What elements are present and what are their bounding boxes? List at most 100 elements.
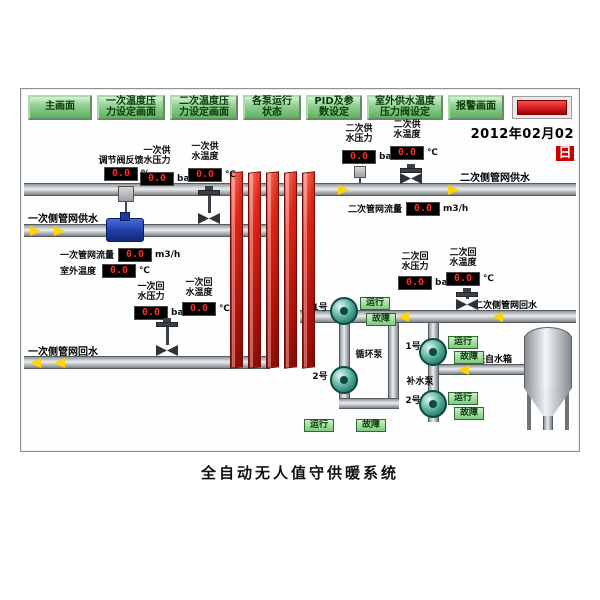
circulation-pump1-run-indicator: 运行 bbox=[360, 297, 390, 310]
makeup-pump-group-label: 补水泵 bbox=[406, 377, 434, 387]
nav-button-pid-settings[interactable]: PID及参数设定 bbox=[306, 95, 362, 120]
circulation-pump1-icon bbox=[330, 297, 358, 325]
primary-return-pressure-unit: bar bbox=[171, 308, 188, 318]
flow-arrow-left-icon bbox=[398, 312, 409, 322]
pipe-circulation-bottom bbox=[339, 398, 399, 409]
makeup-pump2-fault-indicator: 故障 bbox=[454, 407, 484, 420]
circulation-pump1-label: 1号 bbox=[312, 303, 328, 313]
flow-arrow-right-icon bbox=[338, 185, 349, 195]
exchanger-plate bbox=[284, 171, 297, 369]
valve-feedback-label: 调节阀反馈 bbox=[98, 156, 144, 166]
valve-feedback-value: 0.0 bbox=[104, 167, 138, 181]
secondary-supply-pipe-label: 二次侧管网供水 bbox=[460, 173, 530, 184]
water-tank-icon bbox=[524, 336, 572, 388]
flow-arrow-right-icon bbox=[54, 226, 65, 236]
nav-button-secondary-setpoint[interactable]: 二次温度压力设定画面 bbox=[170, 95, 238, 120]
circulation-pump-group-label: 循环泵 bbox=[355, 350, 383, 360]
alarm-lamp-panel bbox=[512, 96, 572, 119]
secondary-return-temp-value: 0.0 bbox=[446, 272, 480, 286]
valve-actuator-bar bbox=[456, 292, 478, 297]
primary-supply-control-valve-icon bbox=[198, 186, 220, 224]
circulation-pump2-icon bbox=[330, 366, 358, 394]
pipe-tank-outlet bbox=[543, 414, 553, 430]
secondary-flow-unit: m3/h bbox=[443, 204, 469, 214]
pipe-circulation-riser-right bbox=[388, 323, 399, 409]
nav-button-pump-status[interactable]: 各泵运行状态 bbox=[243, 95, 301, 120]
makeup-pump1-label: 1号 bbox=[405, 342, 421, 352]
alarm-lamp-icon bbox=[517, 100, 567, 115]
outdoor-temp-unit: ℃ bbox=[139, 266, 150, 276]
valve-actuator-cap bbox=[205, 186, 213, 190]
valve-actuator-cap bbox=[163, 318, 171, 322]
makeup-pump1-icon bbox=[419, 338, 447, 366]
sensor-stem bbox=[359, 178, 361, 183]
nav-button-primary-setpoint[interactable]: 一次温度压力设定画面 bbox=[97, 95, 165, 120]
valve-actuator-cap bbox=[407, 164, 415, 168]
plate-heat-exchanger bbox=[230, 170, 320, 372]
date-text: 2012年02月02 bbox=[470, 127, 574, 142]
flow-arrow-right-icon bbox=[448, 185, 459, 195]
secondary-return-pipe-label: 二次侧管网回水 bbox=[474, 301, 538, 311]
makeup-pump1-fault-indicator: 故障 bbox=[454, 351, 484, 364]
nav-button-outdoor-valve-settings[interactable]: 室外供水温度压力阀设定 bbox=[367, 95, 443, 120]
pipe-from-tank bbox=[439, 364, 525, 375]
circulation-pump1-fault-indicator: 故障 bbox=[366, 313, 396, 326]
flow-arrow-right-icon bbox=[30, 226, 41, 236]
valve-actuator-cap bbox=[463, 288, 471, 292]
nav-button-main[interactable]: 主画面 bbox=[28, 95, 92, 120]
pipe-secondary-supply bbox=[24, 183, 576, 196]
from-tank-label: 来自水箱 bbox=[476, 355, 513, 365]
primary-supply-temp-value: 0.0 bbox=[188, 168, 222, 182]
primary-return-temp-unit: ℃ bbox=[219, 304, 230, 314]
exchanger-plate bbox=[248, 171, 261, 369]
primary-return-pipe-label: 一次侧管网回水 bbox=[28, 347, 98, 358]
secondary-return-pressure-unit: bar bbox=[435, 278, 452, 288]
valve-actuator-bar bbox=[156, 322, 178, 327]
secondary-supply-temp-unit: ℃ bbox=[427, 148, 438, 158]
secondary-return-control-valve-icon bbox=[456, 288, 478, 310]
valve-positioner-icon bbox=[118, 186, 134, 202]
pipe-circulation-riser-left bbox=[339, 320, 350, 409]
valve-body-icon bbox=[400, 173, 422, 184]
makeup-pump2-icon bbox=[419, 390, 447, 418]
date-display: 2012年02月02日 bbox=[466, 123, 574, 161]
valve-actuator-bar bbox=[198, 190, 220, 195]
primary-supply-temp-unit: ℃ bbox=[225, 170, 236, 180]
primary-return-pressure-value: 0.0 bbox=[134, 306, 168, 320]
flow-arrow-left-icon bbox=[492, 312, 503, 322]
pipe-primary-supply bbox=[24, 224, 270, 237]
valve-body-icon bbox=[156, 345, 178, 356]
nav-button-alarm-screen[interactable]: 报警画面 bbox=[448, 95, 504, 120]
valve-actuator-bar bbox=[400, 168, 422, 173]
flow-arrow-left-icon bbox=[54, 358, 65, 368]
circulation-pump2-label: 2号 bbox=[312, 372, 328, 382]
primary-supply-pressure-value: 0.0 bbox=[140, 172, 174, 186]
secondary-return-temp-unit: ℃ bbox=[483, 274, 494, 284]
exchanger-plate bbox=[230, 171, 243, 369]
exchanger-plate bbox=[266, 171, 279, 369]
primary-flow-unit: m3/h bbox=[155, 250, 181, 260]
valve-stem bbox=[465, 297, 469, 299]
primary-return-control-valve-icon bbox=[156, 318, 178, 356]
secondary-flow-label: 二次管网流量 bbox=[348, 205, 403, 215]
regulating-valve-icon bbox=[106, 212, 144, 242]
exchanger-plate bbox=[302, 171, 315, 369]
makeup-pump1-run-indicator: 运行 bbox=[448, 336, 478, 349]
primary-return-temp-label: 一次回水温度 bbox=[185, 278, 213, 298]
flow-arrow-left-icon bbox=[30, 358, 41, 368]
secondary-supply-pressure-value: 0.0 bbox=[342, 150, 376, 164]
primary-supply-temp-label: 一次供水温度 bbox=[191, 142, 219, 162]
page-title: 全自动无人值守供暖系统 bbox=[200, 464, 399, 482]
outdoor-temp-value: 0.0 bbox=[102, 264, 136, 278]
circulation-pump2-fault-indicator: 故障 bbox=[356, 419, 386, 432]
tank-leg bbox=[527, 388, 531, 430]
valve-body-icon bbox=[456, 299, 478, 310]
secondary-return-pressure-label: 二次回水压力 bbox=[401, 252, 429, 272]
flow-arrow-left-icon bbox=[458, 365, 469, 375]
tank-leg bbox=[565, 388, 569, 430]
pressure-sensor-icon bbox=[354, 166, 366, 178]
secondary-supply-temp-value: 0.0 bbox=[390, 146, 424, 160]
primary-return-temp-value: 0.0 bbox=[182, 302, 216, 316]
secondary-supply-pressure-unit: bar bbox=[379, 152, 396, 162]
